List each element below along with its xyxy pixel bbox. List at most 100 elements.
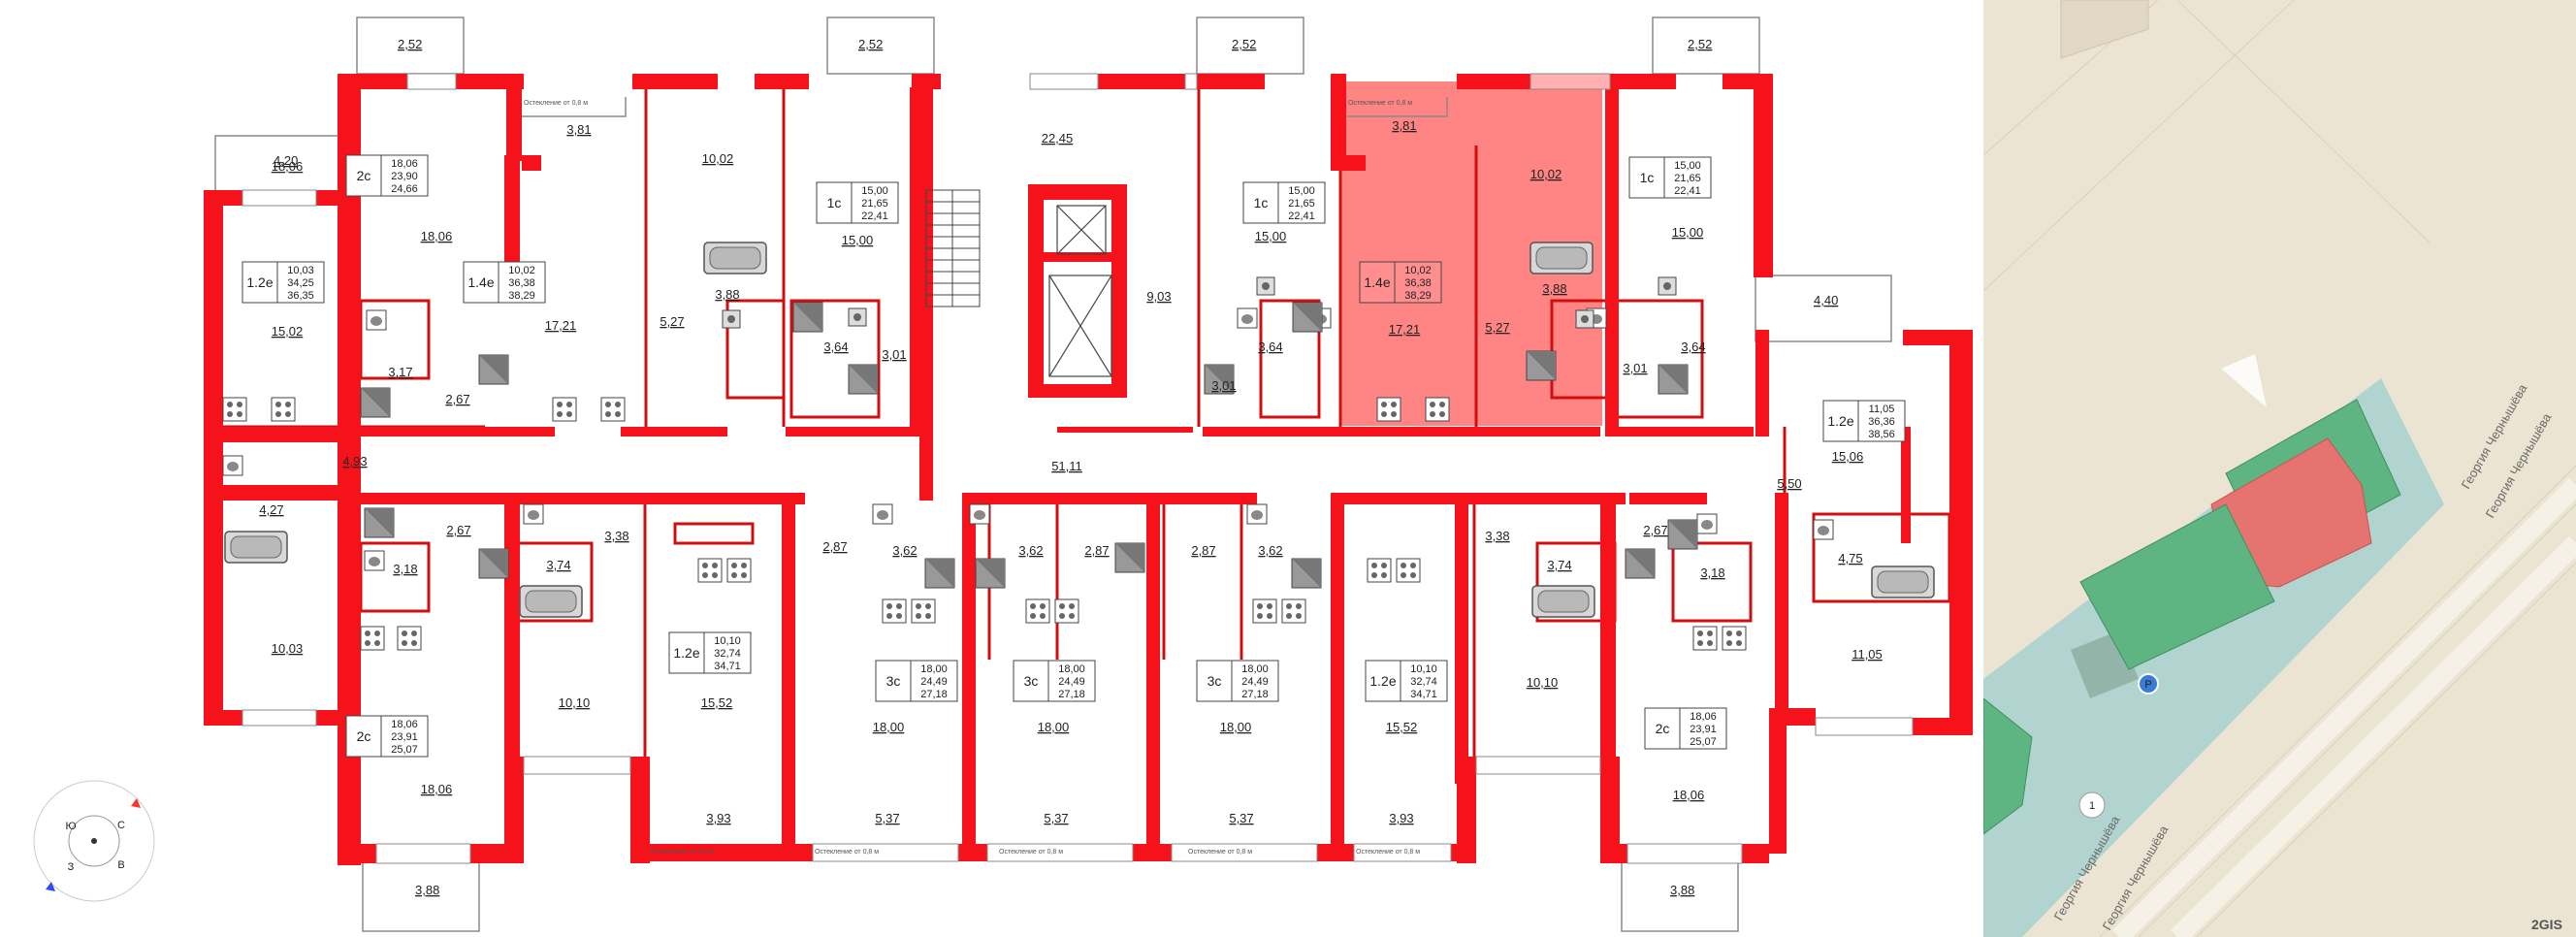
apartment-table-frame: [1242, 181, 1326, 224]
room-area-label: 2,67: [445, 392, 469, 406]
room-area-label: 3,62: [892, 543, 917, 558]
room-area-label: 3,74: [546, 558, 570, 572]
map-building-number-marker[interactable]: 1: [2078, 792, 2106, 819]
apartment-area-value: 34,71: [714, 661, 741, 672]
apartment-area-value: 10,02: [1404, 265, 1432, 276]
apartment-type: 3с: [1024, 673, 1039, 689]
apartment-area-value: 24,49: [1058, 676, 1085, 688]
location-map: P 1 Георгия Чернышёва Георгия Чернышёва …: [1983, 0, 2576, 937]
balcony-label: 4,20: [274, 153, 298, 168]
apartment-type: 1с: [1254, 195, 1269, 210]
room-area-label: 18,06: [421, 782, 453, 796]
apartment-area-value: 32,74: [1410, 676, 1437, 688]
room-area-label: 3,62: [1258, 543, 1282, 558]
apartment-type: 1.2е: [246, 275, 273, 290]
apartment-area-value: 21,65: [1288, 198, 1315, 210]
apartment-area-value: 34,71: [1410, 689, 1437, 700]
room-area-label: 3,93: [706, 811, 730, 825]
apartment-table-frame: [1822, 400, 1906, 442]
room-area-label: 22,45: [1042, 131, 1074, 145]
room-area-label: 3,01: [882, 347, 906, 362]
room-area-label: 51,11: [1051, 459, 1082, 473]
balcony-label: 3,88: [1670, 883, 1694, 897]
room-area-label: 2,87: [1191, 543, 1215, 558]
apartment-area-value: 18,06: [1690, 711, 1717, 723]
room-area-label: 15,02: [272, 324, 304, 339]
map-building-west-section[interactable]: [1983, 697, 2033, 835]
apartment-type: 1.2е: [673, 645, 699, 661]
room-area-label: 3,93: [1389, 811, 1413, 825]
apartment-area-value: 18,00: [920, 663, 948, 675]
apartment-table-frame: [668, 631, 752, 674]
room-area-label: 5,50: [1777, 476, 1801, 491]
room-area-label: 4,75: [1838, 551, 1862, 565]
room-area-label: 18,06: [421, 229, 453, 243]
parking-label: P: [2144, 679, 2151, 691]
apartment-area-value: 15,00: [1674, 160, 1701, 172]
room-area-label: 17,21: [1389, 322, 1421, 337]
apartment-area-value: 10,10: [714, 635, 741, 647]
apartment-table-frame: [345, 154, 429, 197]
apartment-area-value: 32,74: [714, 648, 741, 660]
parking-circle: [2138, 673, 2159, 695]
compass-west: З: [68, 861, 75, 873]
apartment-table-frame: [345, 715, 429, 758]
apartment-type: 2с: [1656, 721, 1670, 736]
balcony-labels: 2,52 2,52 2,52 2,52 4,20 4,40 3,88 3,88: [274, 37, 1838, 897]
apartment-type: 1.2е: [1369, 673, 1396, 689]
room-area-label: 10,02: [1530, 167, 1562, 181]
balcony-label: 3,88: [415, 883, 439, 897]
room-area-label: 3,81: [1392, 118, 1416, 133]
apartment-area-value: 18,06: [391, 719, 418, 730]
room-area-label: 3,62: [1018, 543, 1043, 558]
apartment-area-value: 38,29: [1404, 290, 1432, 302]
apartment-table-frame: [1365, 660, 1448, 702]
room-area-label: 11,05: [1852, 647, 1883, 662]
staircase: [925, 189, 981, 307]
glazing-notes: Остекление от 0,8 м Остекление от 0,8 м …: [524, 100, 1420, 856]
apartment-area-value: 25,07: [1690, 736, 1717, 748]
map-parking-marker[interactable]: P: [2138, 673, 2159, 695]
balcony-label: 2,52: [858, 37, 883, 51]
apartment-table-frame: [1628, 156, 1712, 199]
apartment-table-frame: [1013, 660, 1096, 702]
apartment-area-value: 18,06: [391, 158, 418, 170]
apartment-table-frame: [1644, 707, 1727, 750]
room-area-label: 3,88: [715, 287, 739, 302]
balcony-label: 2,52: [1688, 37, 1712, 51]
apartment-area-value: 22,41: [861, 210, 888, 222]
apartment-area-value: 27,18: [920, 689, 948, 700]
compass-marker: [131, 798, 141, 808]
apartment-area-value: 21,65: [1674, 173, 1701, 184]
apartment-area-value: 10,03: [287, 265, 314, 276]
room-area-label: 5,37: [1044, 811, 1068, 825]
apartment-area-value: 36,36: [1868, 416, 1895, 428]
glazing-note: Остекление от 0,8 м: [815, 849, 879, 856]
apartment-area-value: 24,49: [920, 676, 948, 688]
apartment-area-value: 38,56: [1868, 429, 1895, 440]
room-area-label: 3,17: [388, 365, 412, 379]
map-building-main[interactable]: [2079, 503, 2275, 670]
elevator-shafts: [1048, 205, 1112, 377]
corridor-walls: [361, 427, 1788, 861]
apartment-area-value: 11,05: [1869, 404, 1895, 415]
room-area-label: 3,18: [393, 562, 417, 576]
apartment-type: 3с: [886, 673, 901, 689]
room-area-label: 3,64: [823, 339, 848, 354]
room-area-label: 3,01: [1211, 378, 1236, 393]
